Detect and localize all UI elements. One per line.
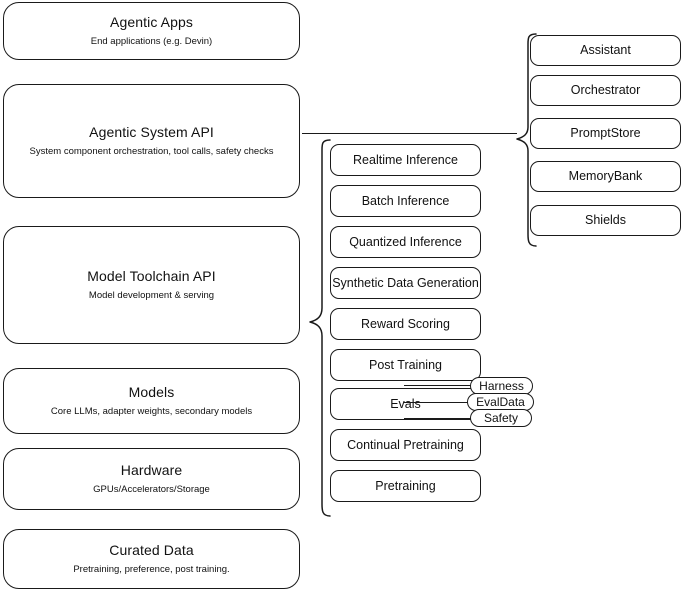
connector-evals-to-safety (404, 418, 484, 419)
layer-subtitle: Core LLMs, adapter weights, secondary mo… (50, 406, 253, 417)
system-item-orchestrator[interactable]: Orchestrator (530, 75, 681, 106)
item-label: MemoryBank (568, 169, 643, 183)
toolchain-item-evals[interactable]: Evals (330, 388, 481, 420)
item-label: Evals (390, 396, 421, 411)
item-label: Post Training (369, 357, 442, 372)
layer-title: Models (128, 384, 175, 400)
layer-subtitle: GPUs/Accelerators/Storage (93, 484, 210, 495)
chip-label: Safety (483, 411, 519, 425)
toolchain-item-reward-scoring[interactable]: Reward Scoring (330, 308, 481, 340)
layer-box-curated-data[interactable]: Curated Data Pretraining, preference, po… (3, 529, 300, 589)
connector-evals-to-evaldata (404, 402, 484, 403)
connector-system-api-to-components (302, 133, 517, 134)
item-label: Realtime Inference (353, 152, 458, 167)
toolchain-item-post-training[interactable]: Post Training (330, 349, 481, 381)
layer-subtitle: End applications (e.g. Devin) (90, 36, 213, 47)
eval-chip-safety[interactable]: Safety (470, 409, 532, 427)
layer-title: Agentic Apps (110, 14, 193, 30)
item-label: Reward Scoring (361, 316, 450, 331)
toolchain-item-batch-inference[interactable]: Batch Inference (330, 185, 481, 217)
toolchain-item-continual-pretraining[interactable]: Continual Pretraining (330, 429, 481, 461)
item-label: PromptStore (570, 126, 641, 140)
layer-title: Hardware (120, 462, 183, 478)
item-label: Orchestrator (570, 83, 641, 97)
toolchain-item-synthetic-data-generation[interactable]: Synthetic Data Generation (330, 267, 481, 299)
item-label: Pretraining (375, 478, 436, 493)
item-label: Synthetic Data Generation (332, 275, 479, 290)
toolchain-item-realtime-inference[interactable]: Realtime Inference (330, 144, 481, 176)
chip-label: EvalData (476, 395, 525, 409)
toolchain-item-pretraining[interactable]: Pretraining (330, 470, 481, 502)
item-label: Shields (585, 213, 626, 227)
layer-subtitle: Model development & serving (88, 290, 215, 301)
layer-box-agentic-system-api[interactable]: Agentic System API System component orch… (3, 84, 300, 198)
layer-subtitle: Pretraining, preference, post training. (73, 564, 230, 575)
layer-title: Model Toolchain API (87, 268, 216, 284)
layer-subtitle: System component orchestration, tool cal… (29, 146, 274, 157)
layer-box-model-toolchain-api[interactable]: Model Toolchain API Model development & … (3, 226, 300, 344)
chip-label: Harness (479, 379, 524, 393)
toolchain-item-quantized-inference[interactable]: Quantized Inference (330, 226, 481, 258)
layer-box-models[interactable]: Models Core LLMs, adapter weights, secon… (3, 368, 300, 434)
layer-title: Agentic System API (89, 124, 214, 140)
system-item-promptstore[interactable]: PromptStore (530, 118, 681, 149)
system-item-shields[interactable]: Shields (530, 205, 681, 236)
system-item-memorybank[interactable]: MemoryBank (530, 161, 681, 192)
connector-evals-to-harness (404, 385, 484, 386)
item-label: Quantized Inference (349, 234, 462, 249)
system-item-assistant[interactable]: Assistant (530, 35, 681, 66)
item-label: Continual Pretraining (347, 437, 464, 452)
layer-box-agentic-apps[interactable]: Agentic Apps End applications (e.g. Devi… (3, 2, 300, 60)
item-label: Batch Inference (361, 193, 450, 208)
eval-chip-evaldata[interactable]: EvalData (467, 393, 534, 411)
item-label: Assistant (580, 43, 631, 57)
layer-title: Curated Data (109, 542, 194, 558)
brace-toolchain (306, 138, 332, 518)
layer-box-hardware[interactable]: Hardware GPUs/Accelerators/Storage (3, 448, 300, 510)
